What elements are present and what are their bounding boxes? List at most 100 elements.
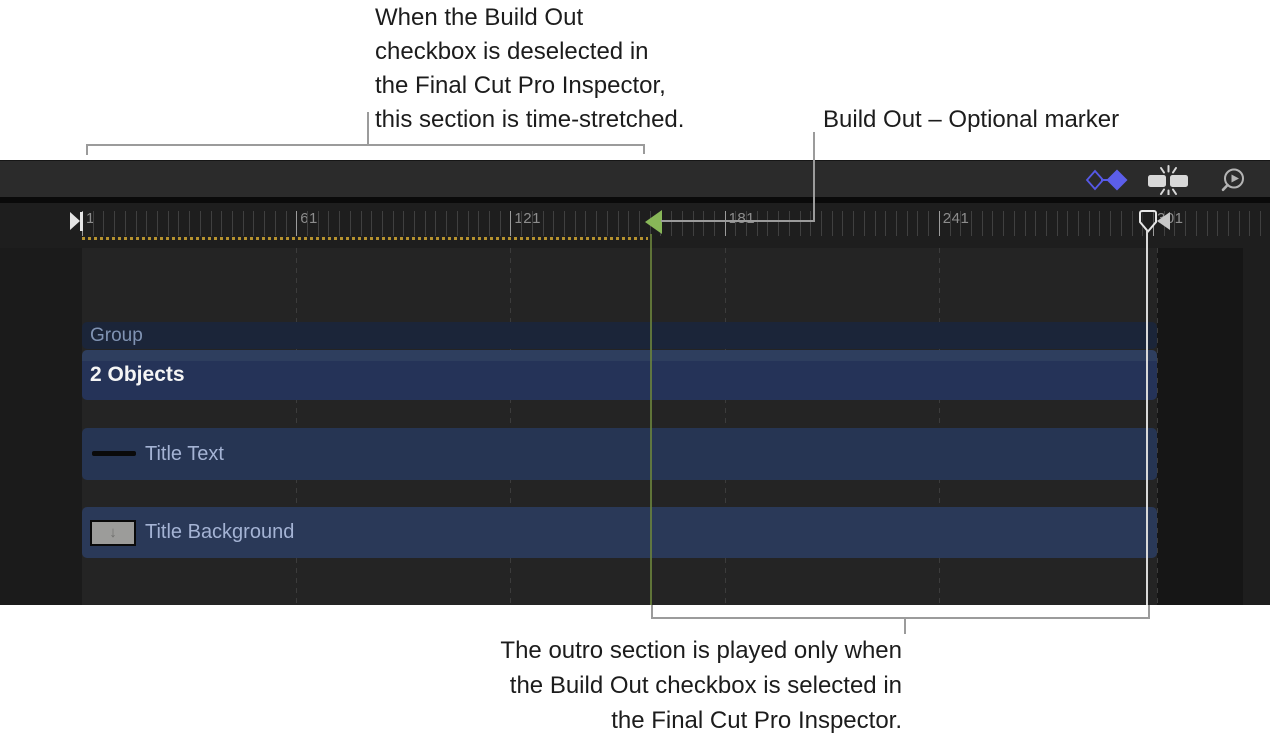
ruler-minor-tick — [210, 211, 212, 236]
ruler-minor-tick — [606, 211, 608, 236]
objects-label: 2 Objects — [90, 363, 185, 386]
ruler-tick-label: 181 — [728, 210, 756, 227]
ruler-tick-label: 1 — [86, 210, 95, 227]
playhead-line[interactable] — [1146, 231, 1148, 605]
build-out-marker[interactable] — [645, 210, 662, 234]
ruler-minor-tick — [746, 211, 747, 236]
tracks-right-margin — [1157, 248, 1243, 605]
bottom-bracket-stem — [904, 619, 906, 634]
ruler-minor-tick — [146, 211, 148, 236]
ruler-minor-tick — [628, 211, 630, 236]
clip-markers-icon[interactable] — [1146, 165, 1192, 195]
ruler-minor-tick — [124, 211, 126, 236]
ruler-major-tick — [296, 211, 298, 236]
playhead-pin[interactable] — [1138, 209, 1158, 234]
build-section-dotted-range — [82, 237, 648, 240]
ruler-minor-tick — [1249, 211, 1251, 236]
ruler-minor-tick — [874, 211, 876, 236]
ruler-minor-tick — [821, 211, 822, 236]
ruler-minor-tick — [274, 211, 276, 236]
ruler-minor-tick — [574, 211, 576, 236]
ruler-minor-tick — [1185, 211, 1187, 236]
ruler-minor-tick — [692, 211, 694, 236]
ruler-minor-tick — [456, 211, 458, 236]
ruler-minor-tick — [981, 211, 983, 236]
ruler-minor-tick — [167, 211, 169, 236]
ruler-minor-tick — [531, 211, 533, 236]
ruler-minor-tick — [489, 211, 490, 236]
ruler-minor-tick — [671, 211, 672, 236]
annotation-line-4: this section is time-stretched. — [375, 106, 685, 133]
ruler-minor-tick — [231, 211, 233, 236]
gridline — [510, 248, 511, 605]
tracks-left-margin — [0, 248, 82, 605]
ruler-minor-tick — [1067, 211, 1069, 236]
marker-callout-horizontal-line — [661, 220, 815, 222]
top-bracket-stem — [367, 112, 369, 146]
ruler-minor-tick — [1013, 211, 1015, 236]
ruler-minor-tick — [810, 211, 812, 236]
track-bar-2-objects[interactable]: 2 Objects — [82, 350, 1157, 400]
ruler-minor-tick — [242, 211, 244, 236]
ruler-minor-tick — [896, 211, 897, 236]
track-bar-title-text[interactable]: Title Text — [82, 428, 1157, 480]
ruler-minor-tick — [553, 211, 555, 236]
ruler-minor-tick — [563, 211, 565, 236]
ruler-minor-tick — [1217, 211, 1219, 236]
track-gridlines — [0, 248, 1270, 605]
ruler-minor-tick — [1003, 211, 1005, 236]
ruler-minor-tick — [596, 211, 598, 236]
ruler-major-tick — [938, 211, 940, 236]
ruler-minor-tick — [1195, 211, 1197, 236]
ruler-minor-tick — [788, 211, 790, 236]
ruler-minor-tick — [467, 211, 469, 236]
build-out-marker-line — [650, 248, 652, 605]
ruler-minor-tick — [1120, 211, 1122, 236]
ruler-minor-tick — [114, 211, 116, 236]
ruler-minor-tick — [349, 211, 351, 236]
toolbar-separator — [0, 197, 1270, 203]
zoom-timeline-icon[interactable] — [1220, 166, 1250, 196]
track-bar-title-background[interactable]: ↓ Title Background — [82, 507, 1157, 558]
ruler-minor-tick — [199, 211, 201, 236]
keyframes-icon[interactable] — [1084, 168, 1130, 192]
ruler-minor-tick — [703, 211, 705, 236]
annotation-line-3: the Final Cut Pro Inspector, — [375, 72, 666, 99]
bottom-bracket-right-tick — [1148, 605, 1150, 617]
ruler-minor-tick — [253, 211, 255, 236]
ruler-tick-label: 241 — [942, 210, 970, 227]
annotation-line-1: When the Build Out — [375, 4, 584, 31]
ruler-minor-tick — [681, 211, 683, 236]
timeline-toolbar — [0, 160, 1270, 198]
title-text-label: Title Text — [145, 443, 224, 465]
gridline — [1157, 248, 1158, 605]
ruler-minor-tick — [1260, 211, 1262, 236]
ruler-minor-tick — [1035, 211, 1037, 236]
ruler-minor-tick — [992, 211, 994, 236]
title-background-label: Title Background — [145, 521, 295, 543]
ruler-minor-tick — [853, 211, 855, 236]
ruler-minor-tick — [414, 211, 415, 236]
ruler-minor-tick — [189, 211, 191, 236]
ruler-minor-tick — [103, 211, 105, 236]
ruler-major-tick — [724, 211, 726, 236]
ruler-minor-tick — [499, 211, 501, 236]
ruler-minor-tick — [906, 211, 908, 236]
ruler-minor-tick — [1088, 211, 1090, 236]
ruler-major-tick — [510, 211, 512, 236]
ruler-minor-tick — [960, 211, 962, 236]
ruler-minor-tick — [478, 211, 480, 236]
project-end-marker-icon[interactable] — [1157, 212, 1170, 230]
ruler-minor-tick — [617, 211, 619, 236]
group-label: Group — [90, 325, 143, 346]
ruler-minor-tick — [585, 211, 587, 236]
ruler-minor-tick — [360, 211, 362, 236]
project-start-marker-icon[interactable] — [70, 212, 80, 230]
track-bar-group[interactable]: Group — [82, 322, 1157, 349]
ruler-minor-tick — [756, 211, 758, 236]
annotation-line-1: The outro section is played only when — [500, 637, 902, 664]
ruler-minor-tick — [521, 211, 523, 236]
top-bracket-right-tick — [643, 144, 645, 154]
ruler-minor-tick — [435, 211, 437, 236]
